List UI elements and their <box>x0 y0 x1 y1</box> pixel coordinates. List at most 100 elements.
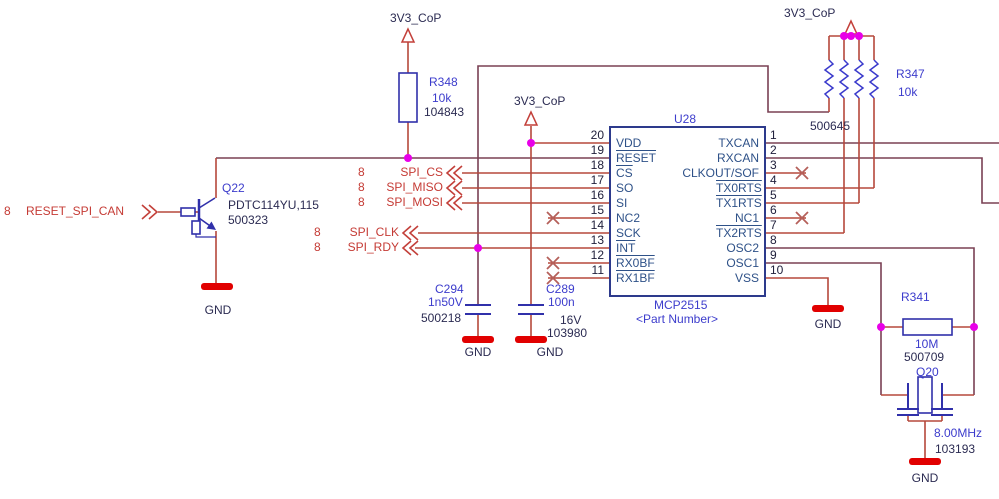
signal-reset-spi-can: RESET_SPI_CAN <box>26 204 125 218</box>
gnd-label-q22: GND <box>204 303 232 317</box>
q22-ref: Q22 <box>222 181 245 195</box>
wire-int-pullup-route <box>477 65 829 305</box>
chevron-spi-mosi <box>445 195 463 211</box>
r341-value: 10M <box>915 337 939 351</box>
r341-resistor-symbol <box>902 318 953 336</box>
pin-label-rxcan: RXCAN <box>716 151 759 165</box>
pin-label-txcan: TXCAN <box>718 136 759 150</box>
r341-part: 500709 <box>904 350 945 364</box>
pin-label-int: INT <box>616 241 636 255</box>
gnd-label-c289: GND <box>536 345 564 359</box>
wire-rxcan <box>765 157 999 204</box>
pin-label-cs: CS <box>616 166 633 180</box>
pin-number-10: 10 <box>770 263 784 277</box>
pageref-spi-cs: 8 <box>358 165 365 179</box>
wire-osc1 <box>765 262 882 395</box>
pin-number-11: 11 <box>591 263 604 277</box>
pin-label-tx1rts: TX1RTS <box>716 196 762 210</box>
r341-ref: R341 <box>901 290 930 304</box>
u28-value: MCP2515 <box>654 298 708 312</box>
r347-resistor-array-symbol <box>823 59 880 99</box>
pin-label-clkout-sof: CLKOUT/SOF <box>682 166 759 180</box>
gnd-label-xtal: GND <box>911 471 939 485</box>
wire-vss <box>765 277 829 306</box>
pin-label-osc2: OSC2 <box>726 241 759 255</box>
pin-number-19: 19 <box>590 143 604 157</box>
gnd-symbol-vss <box>812 305 844 312</box>
pin-number-9: 9 <box>770 248 777 262</box>
r347-ref: R347 <box>896 67 925 81</box>
signal-spi-miso: SPI_MISO <box>386 180 443 194</box>
no-connect-marks <box>546 166 809 285</box>
u28-part: <Part Number> <box>636 312 719 326</box>
power-label-3v3-right: 3V3_CoP <box>784 6 836 20</box>
signal-chevrons <box>141 165 463 256</box>
pin-label-nc1: NC1 <box>734 211 759 225</box>
signal-spi-cs: SPI_CS <box>400 165 443 179</box>
pageref-spi-clk: 8 <box>314 225 321 239</box>
c289-part: 103980 <box>547 326 588 340</box>
power-label-3v3-left: 3V3_CoP <box>390 11 442 25</box>
pin-number-7: 7 <box>770 218 777 232</box>
gnd-symbol-xtal <box>909 458 941 465</box>
power-label-3v3-mid: 3V3_CoP <box>514 94 566 108</box>
pin-number-15: 15 <box>590 203 604 217</box>
q20-ref: Q20 <box>916 365 939 379</box>
pin-number-14: 14 <box>590 218 604 232</box>
r347-part: 500645 <box>810 119 851 133</box>
pin-label-si: SI <box>616 196 628 210</box>
c289-ref: C289 <box>546 282 575 296</box>
pin-number-6: 6 <box>770 203 777 217</box>
c294-ref: C294 <box>435 282 464 296</box>
gnd-label-vss: GND <box>814 317 842 331</box>
pin-label-reset: RESET <box>616 151 657 165</box>
q22-part: 500323 <box>228 213 269 227</box>
q22-value: PDTC114YU,115 <box>228 198 319 212</box>
pin-number-4: 4 <box>770 173 777 187</box>
q20-crystal-symbol <box>897 376 953 416</box>
gnd-label-c294: GND <box>464 345 492 359</box>
r347-value: 10k <box>898 85 918 99</box>
pin-number-16: 16 <box>590 188 604 202</box>
pageref-reset-spi-can: 8 <box>4 204 11 218</box>
chevron-reset-spi-can <box>141 204 159 220</box>
pin-number-13: 13 <box>590 233 604 247</box>
pin-label-tx2rts: TX2RTS <box>716 226 762 240</box>
nc-x-pin15 <box>546 211 560 225</box>
gnd-symbol-q22 <box>201 283 233 290</box>
c289-value: 100n <box>548 295 575 309</box>
c294-capacitor-symbol <box>465 304 491 315</box>
pin-number-20: 20 <box>590 128 604 142</box>
pin-label-rx1bf: RX1BF <box>616 271 655 285</box>
pin-label-rx0bf: RX0BF <box>616 256 655 270</box>
nc-x-pin11 <box>546 271 560 285</box>
r348-value: 10k <box>432 91 452 105</box>
chevron-spi-rdy <box>401 240 419 256</box>
pin-label-osc1: OSC1 <box>726 256 759 270</box>
pin-label-tx0rts: TX0RTS <box>716 181 762 195</box>
c294-value: 1n50V <box>428 295 463 309</box>
pin-label-so: SO <box>616 181 634 195</box>
c289-voltage: 16V <box>560 313 582 327</box>
u28-ref: U28 <box>674 112 697 126</box>
signal-spi-mosi: SPI_MOSI <box>386 195 443 209</box>
nc-x-pin3 <box>795 166 809 180</box>
r348-ref: R348 <box>429 75 458 89</box>
chevron-spi-clk <box>401 225 419 241</box>
pin-number-8: 8 <box>770 233 777 247</box>
signal-spi-rdy: SPI_RDY <box>347 240 399 254</box>
pin-number-5: 5 <box>770 188 777 202</box>
pin-label-vdd: VDD <box>616 136 642 150</box>
pin-number-12: 12 <box>590 248 604 262</box>
pin-number-1: 1 <box>770 128 777 142</box>
gnd-symbol-c294 <box>462 336 494 343</box>
q20-value: 8.00MHz <box>934 426 983 440</box>
r348-resistor-symbol <box>398 72 418 123</box>
pageref-spi-mosi: 8 <box>358 195 365 209</box>
wire-r347-legs-top <box>828 36 875 60</box>
gnd-symbol-c289 <box>515 336 547 343</box>
power-arrow-3v3-mid <box>523 110 539 126</box>
wire-osc2 <box>765 247 975 395</box>
pageref-spi-rdy: 8 <box>314 240 321 254</box>
